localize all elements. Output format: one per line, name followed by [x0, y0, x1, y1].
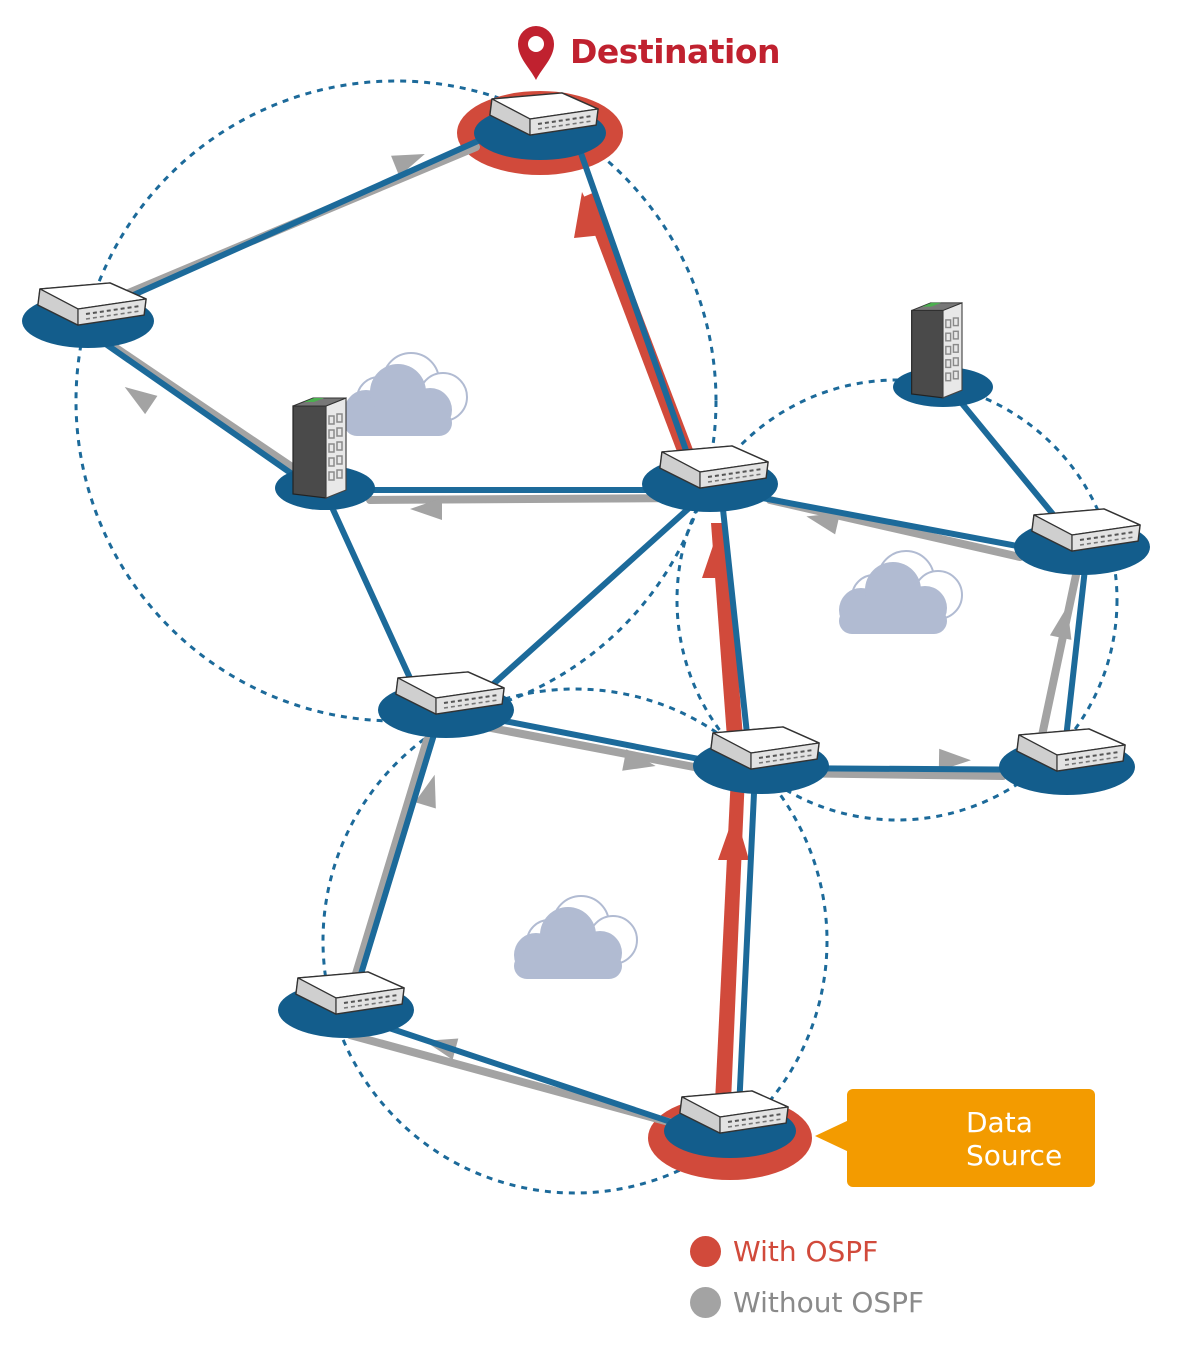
legend: With OSPF Without OSPF — [690, 1232, 924, 1334]
link-hub-center — [719, 497, 753, 765]
red-arrowhead — [574, 192, 603, 238]
link-hub-right — [717, 487, 1068, 558]
red-arrowhead — [702, 528, 733, 578]
link-industrial-midleft — [322, 489, 423, 703]
coverage-circle-upper-left — [74, 79, 718, 723]
grey-arrowhead — [938, 748, 971, 771]
grey-arrowheads — [124, 154, 1072, 1060]
grey-arrowhead — [414, 774, 436, 809]
red-path-segment — [711, 523, 746, 778]
data-source-line-2: Source — [966, 1139, 1063, 1172]
link-lowleft-source — [347, 1012, 713, 1138]
network-links — [97, 129, 1089, 1138]
cloud-icon — [838, 550, 963, 635]
location-pin-icon — [518, 26, 554, 80]
cloud-icon — [343, 352, 468, 437]
data-source-callout-tail — [815, 1120, 849, 1152]
path-with-ospf — [574, 192, 749, 1102]
industrial-switch-icon — [910, 302, 963, 399]
destination-label: Destination — [570, 32, 781, 71]
data-source-line-1: Data — [966, 1106, 1033, 1139]
link-midleft-lowleft — [347, 712, 443, 1013]
link-center-source — [735, 769, 758, 1133]
cloud-icon — [513, 895, 638, 980]
link-topleft-destination — [117, 129, 501, 304]
grey-path-segment — [106, 340, 324, 490]
link-hub-midleft — [467, 497, 701, 708]
link-destination-hub — [574, 139, 703, 493]
industrial-switch-icon — [292, 397, 347, 499]
grey-path-segment — [346, 1031, 684, 1129]
highlight-rings — [457, 91, 812, 1180]
grey-arrowhead — [410, 498, 442, 520]
data-source-callout — [847, 1089, 1095, 1187]
legend-dot-grey — [690, 1286, 721, 1318]
grey-arrowhead — [806, 512, 841, 535]
grey-arrowhead — [1049, 606, 1072, 640]
legend-label-with-ospf: With OSPF — [733, 1234, 879, 1268]
link-rightindustrial-right — [952, 392, 1073, 538]
data-source-label: Data Source — [966, 1106, 1091, 1172]
legend-item-without-ospf: Without OSPF — [690, 1283, 924, 1321]
grey-path-segment — [344, 736, 431, 1004]
grey-path-segment — [366, 494, 694, 504]
legend-item-with-ospf: With OSPF — [690, 1232, 924, 1270]
grey-arrowhead — [124, 387, 158, 415]
legend-dot-red — [690, 1235, 721, 1267]
red-arrowhead — [718, 812, 749, 860]
link-topleft-industrial — [97, 337, 318, 493]
grey-arrowhead — [622, 749, 656, 771]
legend-label-without-ospf: Without OSPF — [733, 1285, 925, 1319]
grey-arrowhead — [391, 154, 425, 177]
coverage-circle-lower — [321, 687, 829, 1195]
grey-path-segment — [1036, 571, 1080, 749]
